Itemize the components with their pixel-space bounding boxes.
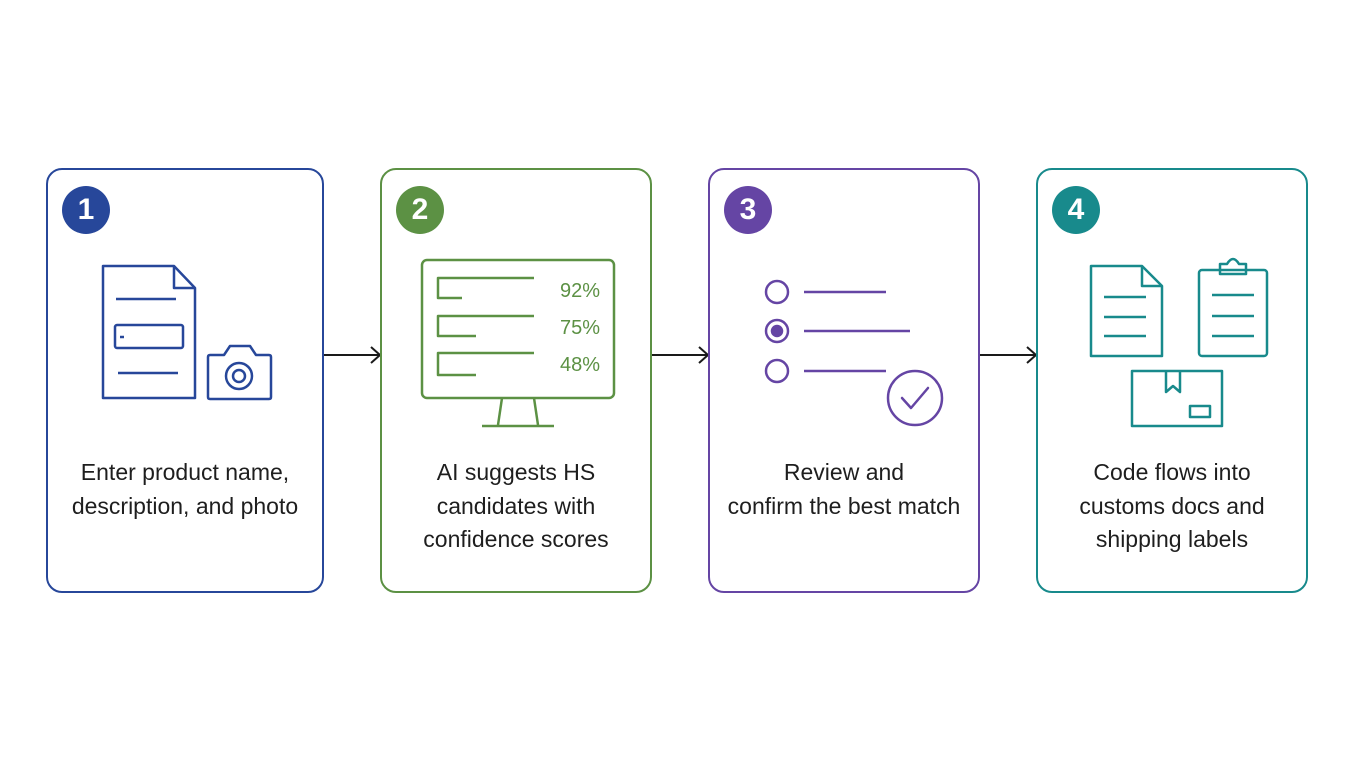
document-icon (101, 264, 197, 400)
step-badge-3: 3 (724, 186, 772, 234)
step-card-2: 2 92% 75% 48% AI suggests HS candidates … (380, 168, 652, 593)
monitor-icon (420, 258, 616, 428)
step-caption-2: AI suggests HS candidates with confidenc… (423, 459, 609, 552)
score-label: 92% (560, 280, 600, 302)
step-3-illustration (764, 279, 944, 427)
step-badge-4: 4 (1052, 186, 1100, 234)
checkmark-circle-icon (886, 369, 944, 427)
step-badge-2: 2 (396, 186, 444, 234)
flow-arrow-1 (324, 346, 382, 364)
step-card-1: 1 Enter product name, description, and p… (46, 168, 324, 593)
step-4-illustration (1089, 257, 1269, 428)
radio-list-icon (764, 279, 910, 384)
package-label-icon (1130, 369, 1224, 428)
document-icon (1089, 264, 1164, 358)
step-caption-1: Enter product name, description, and pho… (71, 459, 299, 519)
step-caption-4: Code flows into customs docs and shippin… (1079, 459, 1265, 552)
step-2-illustration: 92% 75% 48% (420, 258, 616, 428)
clipboard-icon (1197, 257, 1269, 358)
step-1-illustration (101, 264, 273, 401)
score-label: 48% (560, 354, 600, 376)
flow-arrow-2 (652, 346, 710, 364)
score-label: 75% (560, 317, 600, 339)
flow-arrow-3 (980, 346, 1038, 364)
camera-icon (206, 344, 273, 401)
step-badge-1: 1 (62, 186, 110, 234)
step-card-4: 4 Code flows into customs docs and shipp… (1036, 168, 1308, 593)
step-card-3: 3 Review and confirm the best match (708, 168, 980, 593)
step-caption-3: Review and confirm the best match (727, 459, 961, 519)
